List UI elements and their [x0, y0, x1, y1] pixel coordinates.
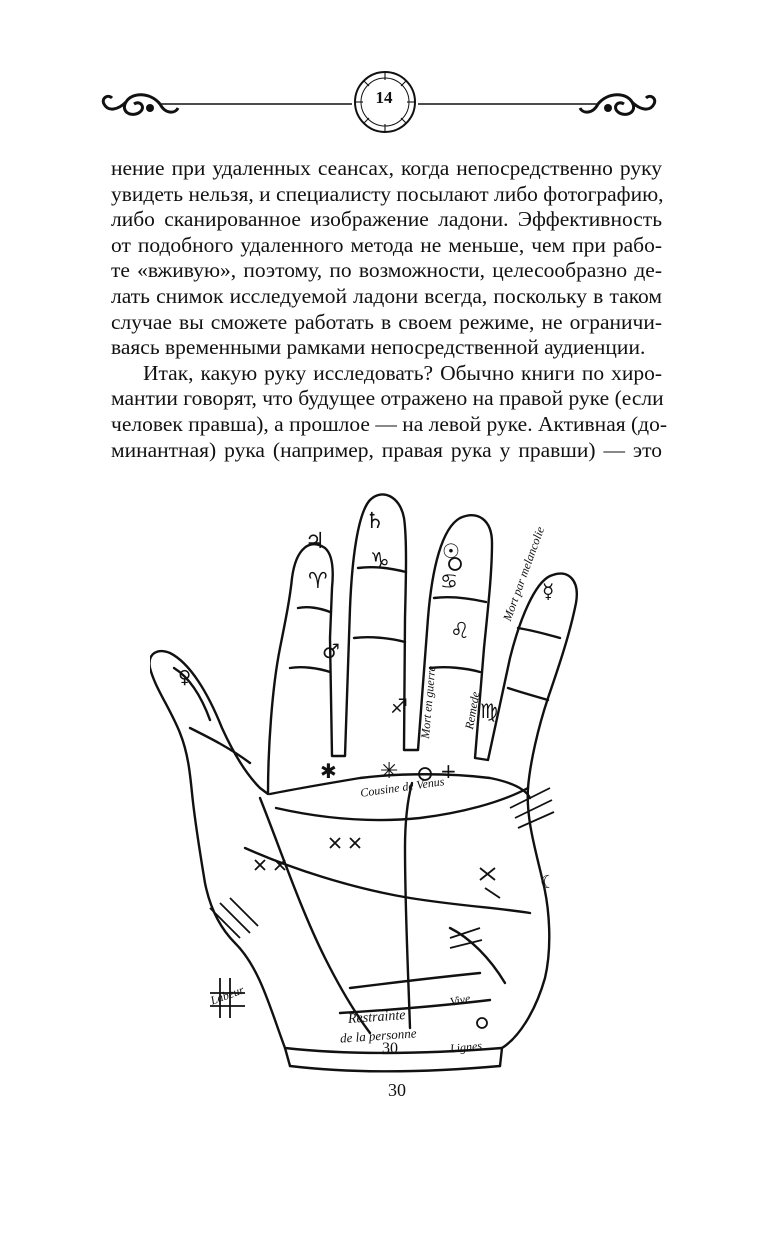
text-line: человек правша), а прошлое — на левой ру…	[111, 411, 668, 436]
text-line: нение при удаленных сеансах, когда непос…	[111, 156, 662, 180]
capricorn-symbol-icon: ♑	[370, 549, 390, 574]
text-line: минантная) рука (например, правая рука у…	[111, 437, 662, 462]
page-number: 14	[375, 88, 393, 107]
saturn-symbol-icon: ♄	[365, 509, 385, 534]
sagittarius-symbol-icon: ♐	[390, 694, 408, 718]
plus-symbol-icon: +	[440, 759, 457, 783]
page-header-ornament: 14	[0, 60, 768, 150]
virgo-symbol-icon: ♍	[480, 699, 498, 723]
text-line: ваясь временными рамками непосредственно…	[111, 335, 646, 360]
sun-symbol-icon: ☉	[442, 539, 460, 563]
star-symbol-icon: ✳	[380, 759, 398, 784]
ornament-icon	[101, 71, 657, 133]
text-line: либо сканированное изображение ладони. Э…	[111, 207, 662, 232]
text-line: от подобного удаленного метода не меньше…	[111, 232, 662, 257]
text-line: Итак, какую руку исследовать? Обычно кни…	[143, 360, 662, 385]
hand-drawing: ♃ ♈ ♄ ♑ ☉ ♋ ☿ ♌ ♂ ♀ ♐ ♍ ✳ ✱ ☾ + 30	[150, 493, 578, 1100]
aries-symbol-icon: ♈	[308, 569, 328, 594]
moon-symbol-icon: ☾	[540, 872, 556, 893]
text-line: мантии говорят, что будущее отражено на …	[111, 386, 664, 411]
mercury-symbol-icon: ☿	[542, 579, 554, 603]
mars-symbol-icon: ♂	[322, 639, 340, 663]
leo-symbol-icon: ♌	[450, 619, 470, 644]
body-text: нение при удаленных сеансах, когда непос…	[111, 156, 668, 463]
text-line: случае вы сможете работать в своем режим…	[111, 309, 662, 334]
wrist-number-label: 30	[388, 1080, 406, 1100]
jupiter-symbol-icon: ♃	[305, 529, 325, 554]
text-line: лать снимок исследуемой ладони всегда, п…	[111, 283, 662, 308]
text-line: увидеть нельзя, и специалисту посылают л…	[111, 181, 664, 206]
cancer-symbol-icon: ♋	[440, 569, 458, 593]
palmistry-hand-illustration: ♃ ♈ ♄ ♑ ☉ ♋ ☿ ♌ ♂ ♀ ♐ ♍ ✳ ✱ ☾ + 30 Mort …	[150, 488, 620, 1106]
text-line: те «вживую», поэтому, по возможности, це…	[111, 258, 662, 283]
asterisk-symbol-icon: ✱	[320, 759, 337, 783]
label-wrist-number: 30	[382, 1040, 398, 1057]
venus-symbol-icon: ♀	[178, 667, 191, 688]
